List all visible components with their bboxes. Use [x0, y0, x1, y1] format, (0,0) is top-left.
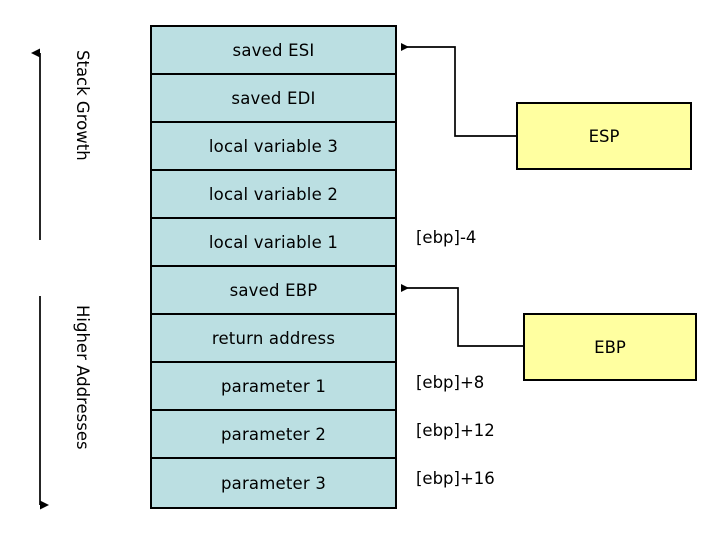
axis-label-stack-growth: Stack Growth [73, 50, 92, 161]
stack-cell-saved-ebp: saved EBP [152, 267, 395, 315]
register-box-label: EBP [594, 337, 626, 357]
stack-cell-local-variable-3: local variable 3 [152, 123, 395, 171]
offset-label-ebp-plus-16: [ebp]+16 [416, 469, 495, 488]
stack-cell-saved-esi: saved ESI [152, 27, 395, 75]
stack-cell-parameter-1: parameter 1 [152, 363, 395, 411]
stack-cell-saved-edi: saved EDI [152, 75, 395, 123]
stack-cell-parameter-3: parameter 3 [152, 459, 395, 507]
stack-cell-label: local variable 2 [208, 184, 339, 204]
stack-cell-local-variable-1: local variable 1 [152, 219, 395, 267]
stack-table: saved ESI saved EDI local variable 3 loc… [150, 25, 397, 509]
stack-cell-label: return address [211, 328, 336, 348]
offset-label-ebp-plus-12: [ebp]+12 [416, 421, 495, 440]
offset-label-ebp-minus-4: [ebp]-4 [416, 228, 477, 247]
register-box-label: ESP [588, 126, 620, 146]
offset-label-ebp-plus-8: [ebp]+8 [416, 373, 485, 392]
stack-cell-label: local variable 1 [208, 232, 339, 252]
ebp-connector-arrow-icon [401, 284, 523, 347]
stack-cell-label: parameter 3 [220, 473, 327, 493]
stack-cell-label: parameter 1 [220, 376, 327, 396]
stack-cell-label: local variable 3 [208, 136, 339, 156]
stack-cell-label: parameter 2 [220, 424, 327, 444]
stack-cell-local-variable-2: local variable 2 [152, 171, 395, 219]
stack-cell-return-address: return address [152, 315, 395, 363]
stack-cell-label: saved EBP [229, 280, 318, 300]
axis-label-higher-addresses: Higher Addresses [73, 305, 92, 450]
stack-cell-label: saved EDI [231, 88, 316, 108]
stack-cell-label: saved ESI [232, 40, 315, 60]
register-box-esp: ESP [516, 102, 692, 170]
stack-cell-parameter-2: parameter 2 [152, 411, 395, 459]
register-box-ebp: EBP [523, 313, 697, 381]
esp-connector-arrow-icon [401, 43, 516, 137]
